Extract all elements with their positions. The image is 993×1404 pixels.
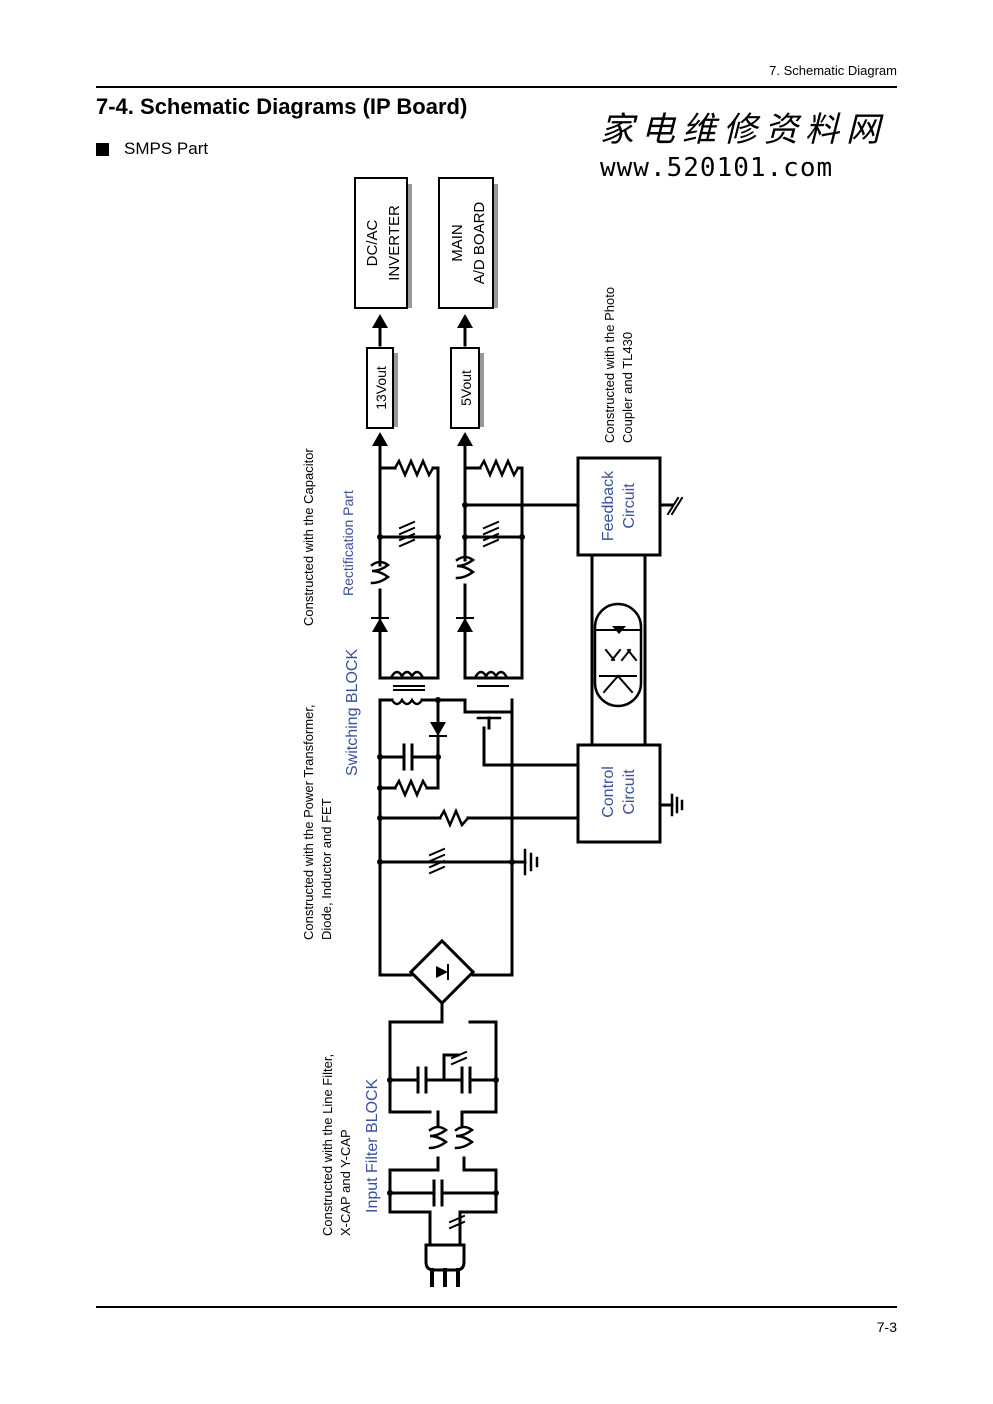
control-label-2: Circuit [621,769,638,815]
control-label-1: Control [600,766,617,818]
photo-note-1: Constructed with the Photo [602,287,617,443]
main-box-label-1: MAIN [449,224,466,262]
bridge-rectifier [378,938,514,1024]
page-title: 7-4. Schematic Diagrams (IP Board) [96,94,468,119]
input-filter-label: Input Filter BLOCK [364,1078,381,1213]
ac-plug-icon [424,1243,466,1287]
control-ground-icon [658,793,684,817]
watermark-url: www.520101.com [600,153,834,183]
page-number: 7-3 [876,1319,897,1335]
power-transformer [390,670,509,706]
power-note-2: Diode, Inductor and FET [319,798,334,940]
feedback-label-2: Circuit [621,483,638,529]
feedback-label-1: Feedback [600,470,617,541]
line-filter-note-1: Constructed with the Line Filter, [320,1054,335,1236]
diagram-labels: DC/AC INVERTER MAIN A/D BOARD 13Vout 5Vo… [301,202,638,1236]
rectification-label: Rectification Part [340,490,356,596]
main-board-box [438,177,498,309]
switching-block [377,697,580,977]
footer-rule [96,1306,897,1308]
rail-13v [370,457,441,680]
switching-label: Switching BLOCK [344,649,361,776]
feedback-circuit-box [576,456,662,557]
watermark-chinese: 家电维修资料网 [600,110,887,150]
v5-label: 5Vout [458,370,474,406]
header-rule [96,86,897,88]
header-section-label: 7. Schematic Diagram [769,63,897,78]
rail-5v [455,457,580,680]
inverter-box [354,177,412,309]
main-box-label-2: A/D BOARD [471,202,488,285]
capacitor-note: Constructed with the Capacitor [301,448,316,626]
section-label: SMPS Part [124,139,209,158]
feedback-ground-icon [658,496,684,516]
watermark: 家电维修资料网 www.520101.com [600,102,900,183]
input-filter-block [387,1020,499,1247]
photo-coupler [590,553,647,747]
v13-label: 13Vout [373,366,389,410]
v5-out-box [450,347,484,429]
v13-out-box [366,347,398,429]
inverter-box-label-2: INVERTER [386,205,403,281]
photo-note-2: Coupler and TL430 [620,332,635,443]
control-circuit-box [576,743,662,844]
inverter-box-label-1: DC/AC [364,219,381,266]
section-bullet [96,143,109,156]
line-filter-note-2: X-CAP and Y-CAP [338,1129,353,1236]
power-note-1: Constructed with the Power Transformer, [301,704,316,940]
